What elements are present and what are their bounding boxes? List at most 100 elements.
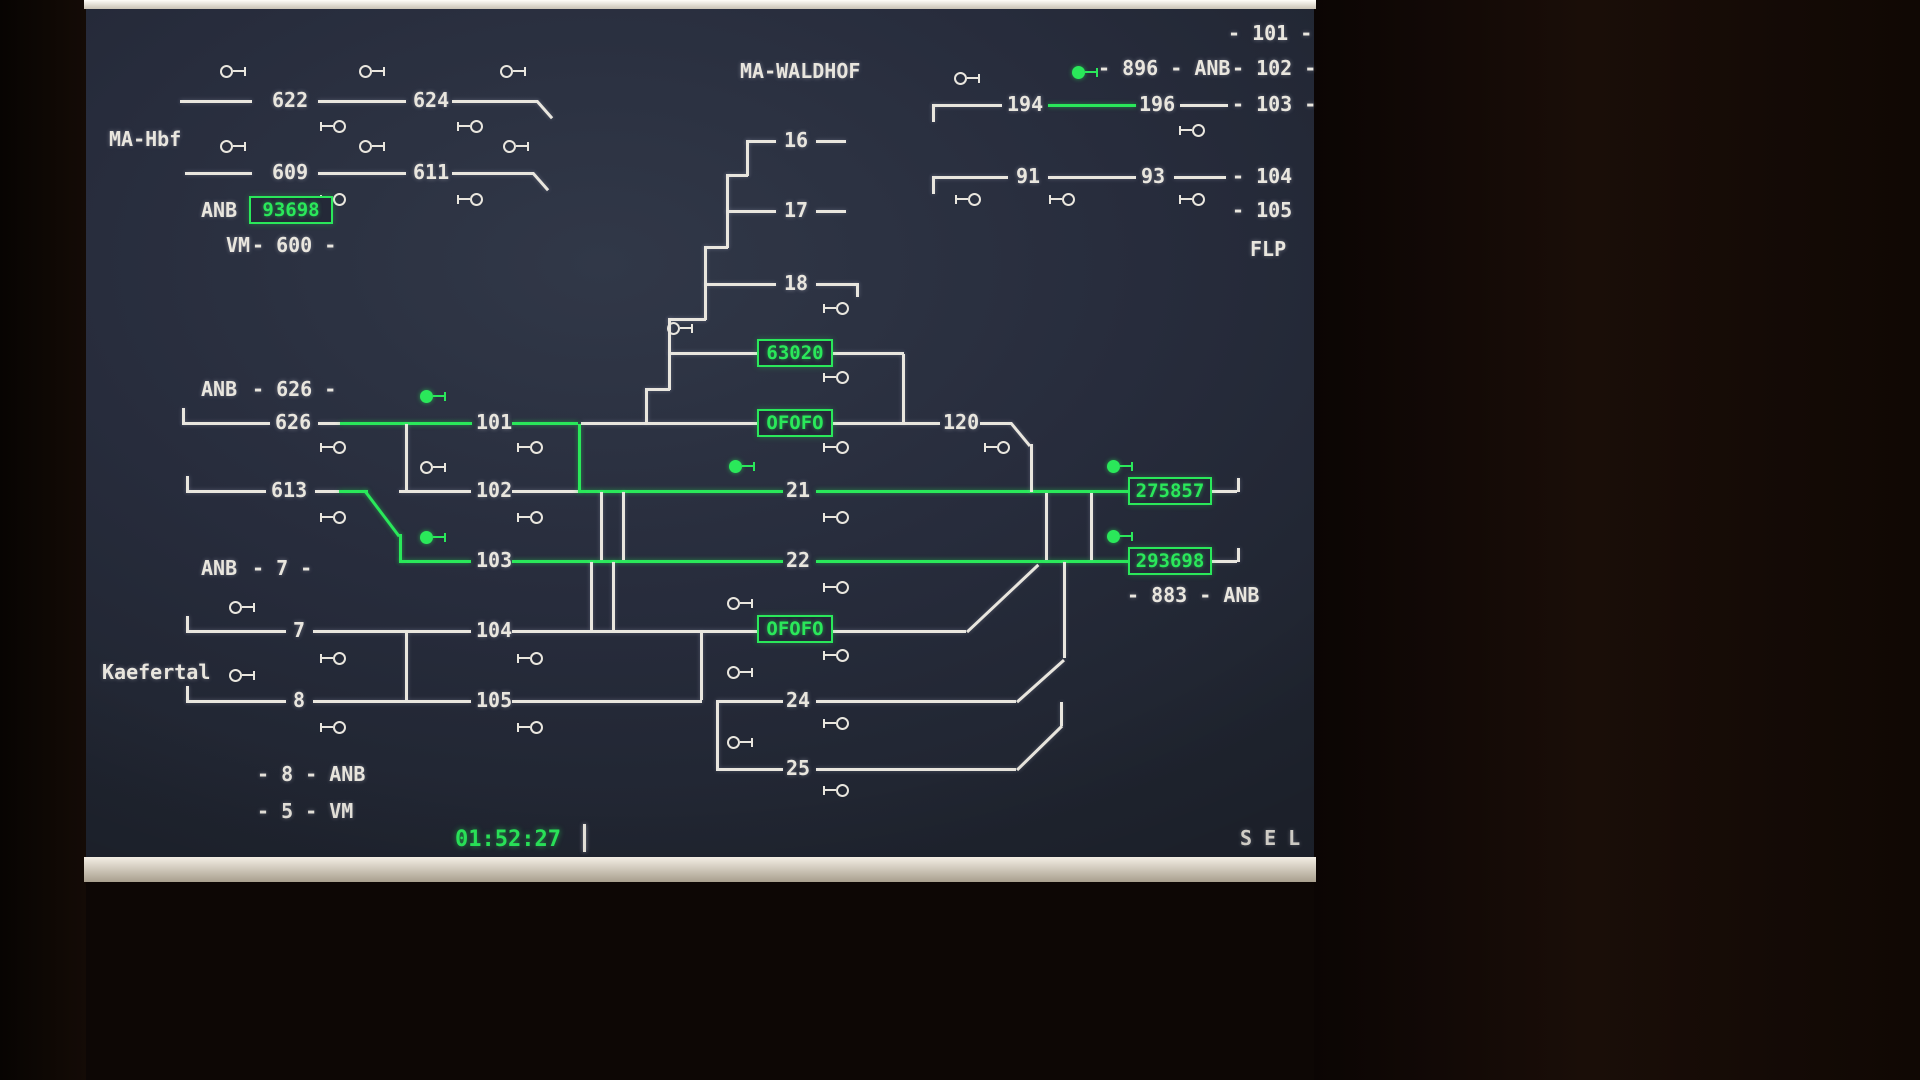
track-label: - 5 - VM <box>257 799 354 823</box>
track-line <box>612 562 615 630</box>
track-line-diagonal <box>1016 659 1065 704</box>
signal-icon <box>320 719 346 735</box>
track-line <box>186 490 266 493</box>
train-number-box: OFOFO <box>757 615 833 643</box>
track-label: 25 <box>786 756 811 780</box>
track-line <box>186 476 189 492</box>
track-label: 103 <box>476 548 513 572</box>
track-line <box>180 100 252 103</box>
track-label: - 105 <box>1232 198 1293 222</box>
signal-icon <box>320 509 346 525</box>
track-label: 196 <box>1139 92 1176 116</box>
track-label: ANB <box>201 377 238 401</box>
track-line <box>512 700 702 703</box>
track-line-diagonal <box>1016 724 1064 772</box>
signal-icon <box>823 782 849 798</box>
track-line <box>600 492 603 560</box>
track-line <box>1203 560 1237 563</box>
signal-icon <box>823 579 849 595</box>
track-label: 24 <box>786 688 811 712</box>
track-label: 624 <box>413 88 450 112</box>
track-line <box>826 630 966 633</box>
track-line <box>1060 702 1063 726</box>
signal-icon <box>229 667 255 683</box>
track-line-diagonal <box>363 490 401 538</box>
track-line <box>1090 493 1093 560</box>
track-line <box>716 768 783 771</box>
track-line <box>182 408 185 424</box>
track-line <box>856 283 859 297</box>
signal-icon <box>955 191 981 207</box>
track-line <box>578 490 783 493</box>
track-line <box>186 700 286 703</box>
track-line <box>746 140 749 176</box>
signal-icon <box>229 599 255 615</box>
track-label: - 600 - <box>252 233 337 257</box>
track-line <box>816 490 1131 493</box>
track-line <box>716 702 719 768</box>
signal-icon <box>1179 122 1205 138</box>
signal-icon <box>727 595 753 611</box>
track-line <box>980 422 1012 425</box>
text-cursor <box>583 824 586 852</box>
room-background-right <box>1314 0 1920 1080</box>
signal-icon <box>420 388 446 404</box>
track-line <box>704 283 776 286</box>
track-label: 611 <box>413 160 450 184</box>
track-line <box>186 686 189 702</box>
train-number-box: 93698 <box>249 196 333 224</box>
track-label: 93 <box>1141 164 1166 188</box>
station-label-kaefertal: Kaefertal <box>102 660 211 684</box>
signal-icon <box>320 118 346 134</box>
track-line <box>590 562 593 630</box>
track-label: 104 <box>476 618 513 642</box>
track-line <box>932 104 935 122</box>
track-line <box>318 100 406 103</box>
track-line <box>512 560 783 563</box>
track-label: - 896 - ANB <box>1098 56 1231 80</box>
track-line <box>726 210 776 213</box>
track-line <box>1174 176 1226 179</box>
track-line <box>668 352 758 355</box>
signal-icon <box>420 459 446 475</box>
track-line <box>452 100 538 103</box>
signal-icon <box>823 439 849 455</box>
signal-icon <box>729 458 755 474</box>
track-line <box>512 490 578 493</box>
track-label: - 8 - ANB <box>257 762 366 786</box>
track-line <box>726 174 748 177</box>
signal-icon <box>220 63 246 79</box>
clock: 01:52:27 <box>455 827 561 852</box>
crt-screen <box>86 9 1314 857</box>
track-line <box>186 616 189 632</box>
signal-icon <box>823 369 849 385</box>
track-label: 194 <box>1007 92 1044 116</box>
track-label: - 7 - <box>252 556 313 580</box>
track-line <box>399 534 402 562</box>
track-line <box>902 354 905 424</box>
signal-icon <box>823 715 849 731</box>
track-label: VM <box>226 233 251 257</box>
track-label: 21 <box>786 478 811 502</box>
track-line <box>399 490 471 493</box>
track-line <box>1048 176 1136 179</box>
train-number-box: OFOFO <box>757 409 833 437</box>
train-number-box: 293698 <box>1128 547 1212 575</box>
track-label: 105 <box>476 688 513 712</box>
track-line <box>826 352 904 355</box>
track-line <box>704 285 707 320</box>
track-line <box>339 490 368 493</box>
track-line <box>512 630 758 633</box>
signal-icon <box>359 63 385 79</box>
flp-label: FLP <box>1250 237 1287 261</box>
track-line <box>182 422 270 425</box>
track-line <box>318 172 406 175</box>
track-line <box>399 560 471 563</box>
track-label: - 883 - ANB <box>1127 583 1260 607</box>
track-line <box>1237 478 1240 492</box>
track-line <box>668 355 671 390</box>
signal-icon <box>1049 191 1075 207</box>
signal-icon <box>517 719 543 735</box>
track-line <box>1030 444 1033 492</box>
monitor-bezel-top <box>84 0 1316 9</box>
